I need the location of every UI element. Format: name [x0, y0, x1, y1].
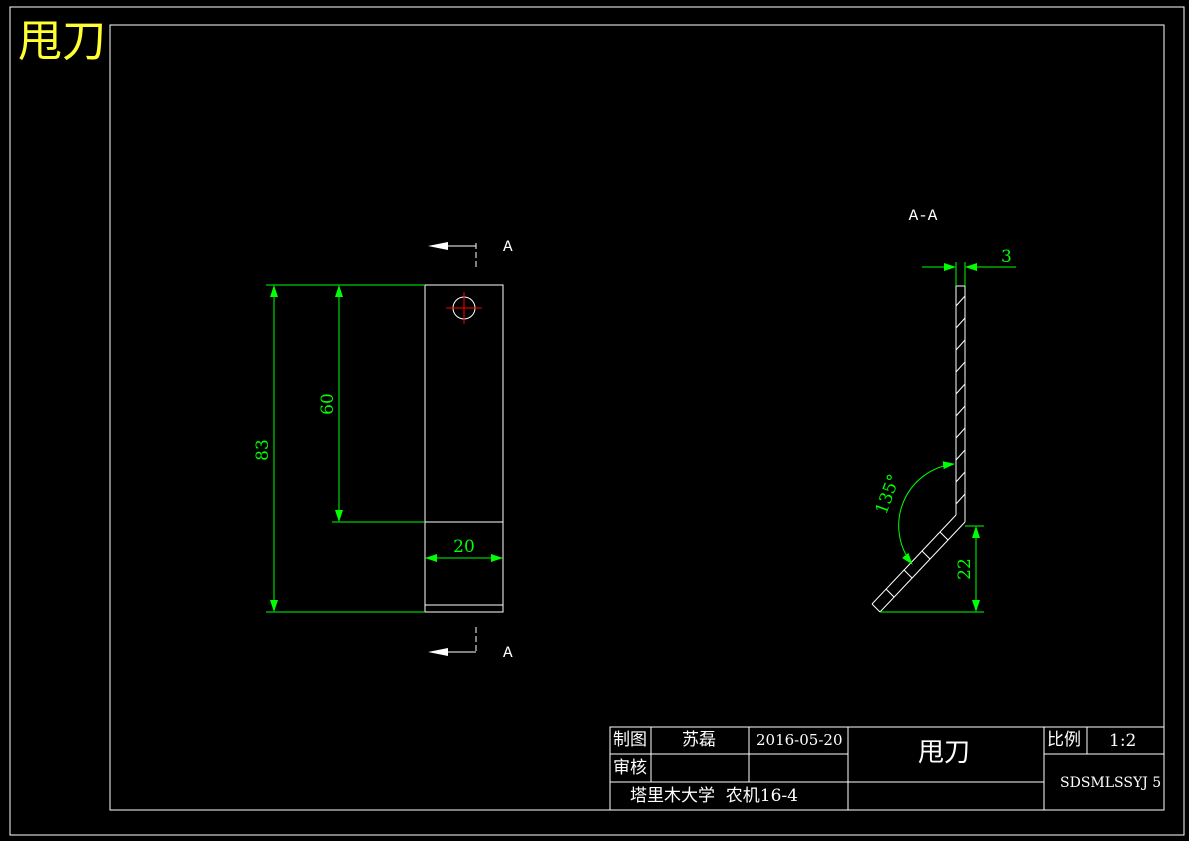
section-view: A-A — [871, 207, 1016, 613]
profile-diagonal-outer — [879, 521, 966, 613]
title-block-grid — [609, 726, 1165, 811]
drawing-date: 2016-05-20 — [756, 731, 843, 749]
dim-arc-135 — [898, 461, 955, 565]
section-label-bottom: A — [503, 644, 513, 662]
dim-text-20: 20 — [453, 537, 475, 557]
outer-border — [9, 6, 1185, 836]
dim-text-3: 3 — [1001, 247, 1012, 267]
scale-value: 1:2 — [1109, 731, 1137, 751]
drawn-by-value: 苏磊 — [682, 730, 716, 750]
section-arrow-top-head — [428, 242, 448, 250]
review-label: 审核 — [613, 758, 647, 778]
section-title: A-A — [909, 207, 938, 225]
school-class: 塔里木大学 农机16-4 — [630, 786, 798, 806]
front-view: A A 83 60 20 — [253, 238, 513, 662]
dim-text-22: 22 — [955, 558, 975, 580]
dim-text-83: 83 — [253, 439, 273, 461]
scale-label: 比例 — [1047, 730, 1081, 750]
drawing-number: SDSMLSSYJ 5 — [1060, 775, 1162, 791]
profile-diagonal-inner — [871, 514, 957, 605]
blade-outline — [424, 284, 504, 613]
profile-tip — [871, 603, 881, 613]
section-arrow-bottom-head — [428, 648, 448, 656]
inner-frame — [109, 24, 1165, 811]
drawing-title: 甩刀 — [18, 16, 106, 67]
dim-text-135: 135° — [872, 472, 905, 517]
dim-text-60: 60 — [318, 393, 338, 415]
part-name: 甩刀 — [918, 738, 971, 768]
section-hatching — [885, 295, 966, 598]
drawn-by-label: 制图 — [613, 730, 647, 750]
section-label-top: A — [503, 238, 513, 256]
